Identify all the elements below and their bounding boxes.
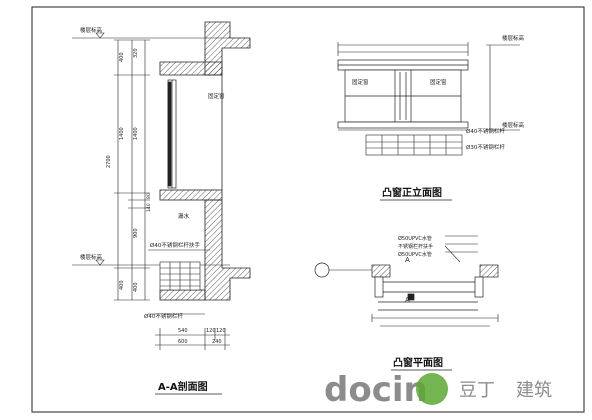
section-drawing: 楼层标高 楼层标高 400 1400 400 2700 320 1400 900… [72,21,251,395]
elevation-railing [338,129,468,156]
elev-level-bottom: 楼层标高 [502,121,525,129]
elevation-drawing: 楼层标高 楼层标高 固定窗 固定窗 Ø40不锈钢栏杆 Ø30不锈 [337,34,525,201]
dim-right-3: 400 [133,282,139,292]
rail-label-2: Ø40不锈钢栏杆 [144,312,183,320]
watermark-brand-cn: 豆丁 [459,380,495,401]
watermark-suffix: 建筑 [516,380,552,401]
level-mark-top: 楼层标高 [72,26,230,39]
plan-marker-a-right: A [405,296,410,304]
plan-note-3: Ø50UPVC水管 [398,251,432,258]
dim-bottom-0: 540 [178,328,188,334]
plan-walls [371,264,499,311]
elev-rail-label-1: Ø40不锈钢栏杆 [466,127,505,135]
level-bottom-label: 楼层标高 [80,253,103,261]
grid-bubble [314,262,330,278]
plan-note-1: Ø50UPVC水管 [398,235,432,242]
vertical-dimensions [114,39,150,301]
section-structure [159,21,251,301]
dim-right-0: 320 [133,48,139,58]
dim-bottom-total-1: 600 [178,339,188,345]
elev-window-left: 固定窗 [352,78,369,86]
bottom-dimensions [155,328,230,350]
level-top-label: 楼层标高 [80,26,103,34]
dim-left-0: 400 [119,52,125,62]
dim-right-2: 900 [133,228,139,238]
sheet-border [31,6,585,413]
elev-window-right: 固定窗 [430,78,447,86]
elev-rail-label-2: Ø30不锈钢栏杆 [466,143,505,151]
dim-overall: 2700 [106,155,112,168]
elevation-title: 凸窗正立面图 [382,186,442,199]
dim-bottom-total-2: 240 [212,339,222,345]
rail-label-1: Ø40不锈钢栏杆扶手 [150,241,200,249]
section-glazing [167,79,177,189]
dim-small-0: 80 [146,193,152,199]
dim-right-1: 1400 [133,127,139,140]
plan-marker-a-left: A [405,256,410,264]
plan-drawing: A A Ø50UPVC水管 不锈钢栏杆扶手 Ø50UPVC水管 凸窗平面图 [314,235,499,371]
section-railing [148,249,210,315]
dim-small-1: 140 [146,203,152,212]
watermark-brand-latin: docin [324,370,428,410]
elev-level-top: 楼层标高 [502,34,525,42]
elevation-frame [337,59,469,129]
plan-title: 凸窗平面图 [393,356,443,369]
dim-left-1: 1400 [119,127,125,140]
watermark: docin 豆丁 建筑 [324,370,552,410]
elevation-dimensions [337,42,520,131]
dim-left-2: 400 [119,280,125,290]
section-title: A-A剖面图 [158,380,208,393]
level-mark-bottom: 楼层标高 [72,253,230,266]
drain-label: 漏水 [178,212,190,220]
plan-note-2: 不锈钢栏杆扶手 [398,243,433,250]
watermark-in-circle [416,373,448,405]
dim-bottom-2: 120 [216,328,226,334]
glazing-label: 固定窗 [208,92,225,100]
plan-dimensions [371,235,499,327]
dim-bottom-1: 120 [206,328,216,334]
